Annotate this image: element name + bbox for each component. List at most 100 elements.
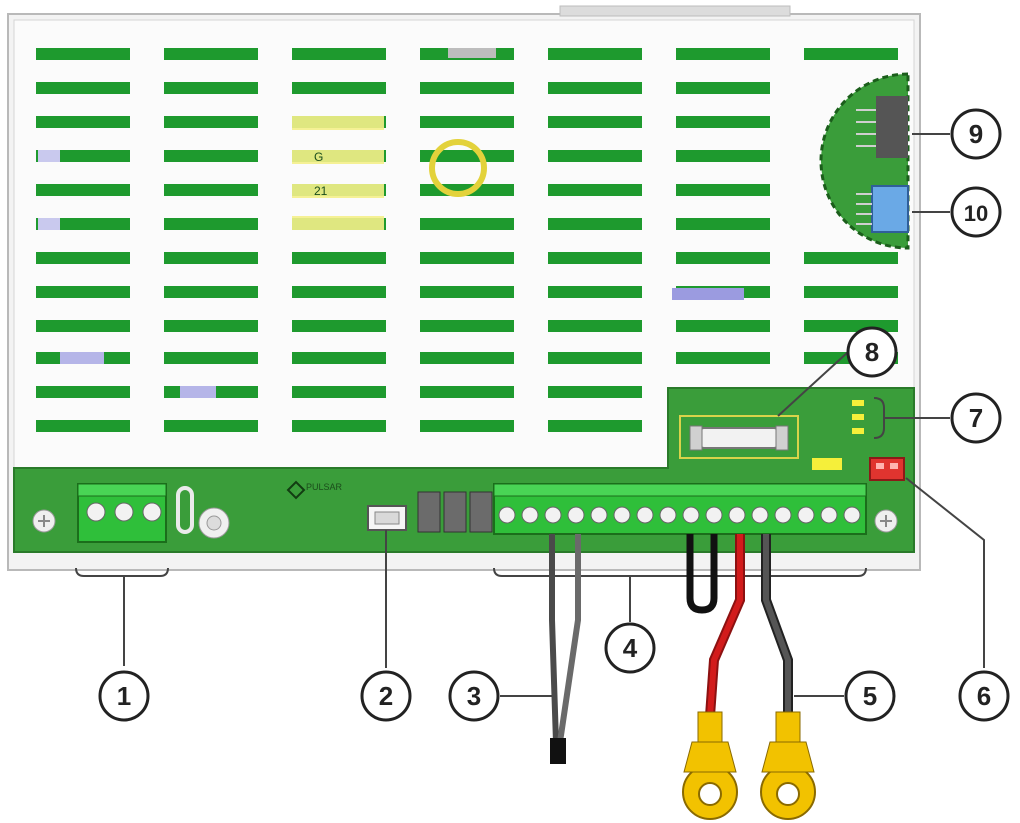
vent-slot: [164, 352, 258, 364]
silkscreen-mark-g: G: [314, 150, 323, 164]
vent-slot: [36, 82, 130, 94]
vent-slot: [548, 184, 642, 196]
callout-8-label: 8: [865, 337, 879, 367]
vent-slot: [36, 48, 130, 60]
vent-slot: [292, 82, 386, 94]
vent-slot: [676, 48, 770, 60]
led-indicators: [852, 400, 864, 434]
silkscreen-mark-21: 21: [314, 184, 328, 198]
vent-slot: [36, 420, 130, 432]
vent-slot: [292, 386, 386, 398]
vent-slot: [676, 82, 770, 94]
callout-7-label: 7: [969, 403, 983, 433]
wire-bridge: [686, 534, 718, 614]
vent-slot: [676, 352, 770, 364]
vent-slot: [164, 82, 258, 94]
callout-10: 10: [950, 186, 1002, 238]
vent-slot: [164, 286, 258, 298]
vent-slot: [164, 320, 258, 332]
vent-slot: [292, 252, 386, 264]
fuse: [679, 415, 799, 459]
vent-slot: [548, 252, 642, 264]
jumper-connector: [869, 457, 905, 481]
callout-4-label: 4: [623, 633, 638, 663]
callout-9: 9: [950, 108, 1002, 160]
vent-slot: [548, 286, 642, 298]
brackets: [75, 567, 867, 666]
pcb: PULSAR: [13, 387, 915, 553]
vent-slot: [420, 116, 514, 128]
mounting-screw-right: [874, 509, 898, 533]
vent-slot: [420, 320, 514, 332]
battery-leads: [682, 534, 816, 820]
callout-10-label: 10: [964, 201, 988, 226]
vent-slot: [420, 252, 514, 264]
vent-slot: [420, 386, 514, 398]
terminal-screw: [544, 506, 562, 524]
vent-slot: [420, 352, 514, 364]
vent-slot: [676, 218, 770, 230]
terminal-screw: [498, 506, 516, 524]
vent-slot: [804, 252, 898, 264]
tamper-button: [367, 505, 407, 531]
vent-slot: [36, 184, 130, 196]
vent-slot: [548, 150, 642, 162]
vent-slot: [548, 218, 642, 230]
vent-slot: [420, 82, 514, 94]
vent-slot: [292, 420, 386, 432]
callout-5-label: 5: [863, 681, 877, 711]
mounting-screw-left: [32, 509, 56, 533]
vent-slot: [548, 82, 642, 94]
vent-slot: [420, 420, 514, 432]
vent-slot: [36, 386, 130, 398]
vent-slot: [548, 386, 642, 398]
terminal-screw: [843, 506, 861, 524]
vent-slot: [164, 48, 258, 60]
callout-1: 1: [98, 670, 150, 722]
terminal-screw: [728, 506, 746, 524]
vent-slot: [164, 184, 258, 196]
mains-terminal-block: [77, 483, 167, 543]
vent-slot: [676, 320, 770, 332]
ground-link: [176, 486, 230, 539]
vent-slot: [676, 252, 770, 264]
callout-3: 3: [448, 670, 500, 722]
dip-switch: [856, 185, 909, 233]
vent-slot: [164, 218, 258, 230]
vent-slot: [676, 184, 770, 196]
board-logo: PULSAR: [286, 480, 343, 500]
vent-slot: [548, 420, 642, 432]
vent-slot: [420, 286, 514, 298]
callout-6-label: 6: [977, 681, 991, 711]
detail-inset: [819, 72, 910, 250]
terminal-screw: [659, 506, 677, 524]
callout-6: 6: [958, 670, 1010, 722]
callout-8: 8: [846, 326, 898, 378]
callout-5: 5: [844, 670, 896, 722]
vent-slot: [164, 252, 258, 264]
vent-slot: [676, 150, 770, 162]
vent-slot: [292, 48, 386, 60]
sensor-leads: [549, 534, 581, 764]
vent-slot: [292, 352, 386, 364]
vent-slot: [292, 286, 386, 298]
terminal-screw: [682, 506, 700, 524]
terminal-screw: [636, 506, 654, 524]
callout-3-label: 3: [467, 681, 481, 711]
terminal-screw: [820, 506, 838, 524]
vent-slot: [36, 252, 130, 264]
pin-header: [856, 96, 908, 158]
vent-slot: [804, 286, 898, 298]
terminal-screw: [590, 506, 608, 524]
callout-2-label: 2: [379, 681, 393, 711]
vent-slot: [804, 48, 898, 60]
callout-2: 2: [360, 670, 412, 722]
ventilation-slots: [36, 48, 898, 432]
vent-slot: [548, 116, 642, 128]
vent-slot: [164, 150, 258, 162]
terminal-screw: [613, 506, 631, 524]
vent-slot: [676, 116, 770, 128]
terminal-screw: [705, 506, 723, 524]
terminal-screw: [774, 506, 792, 524]
vent-slot: [36, 286, 130, 298]
